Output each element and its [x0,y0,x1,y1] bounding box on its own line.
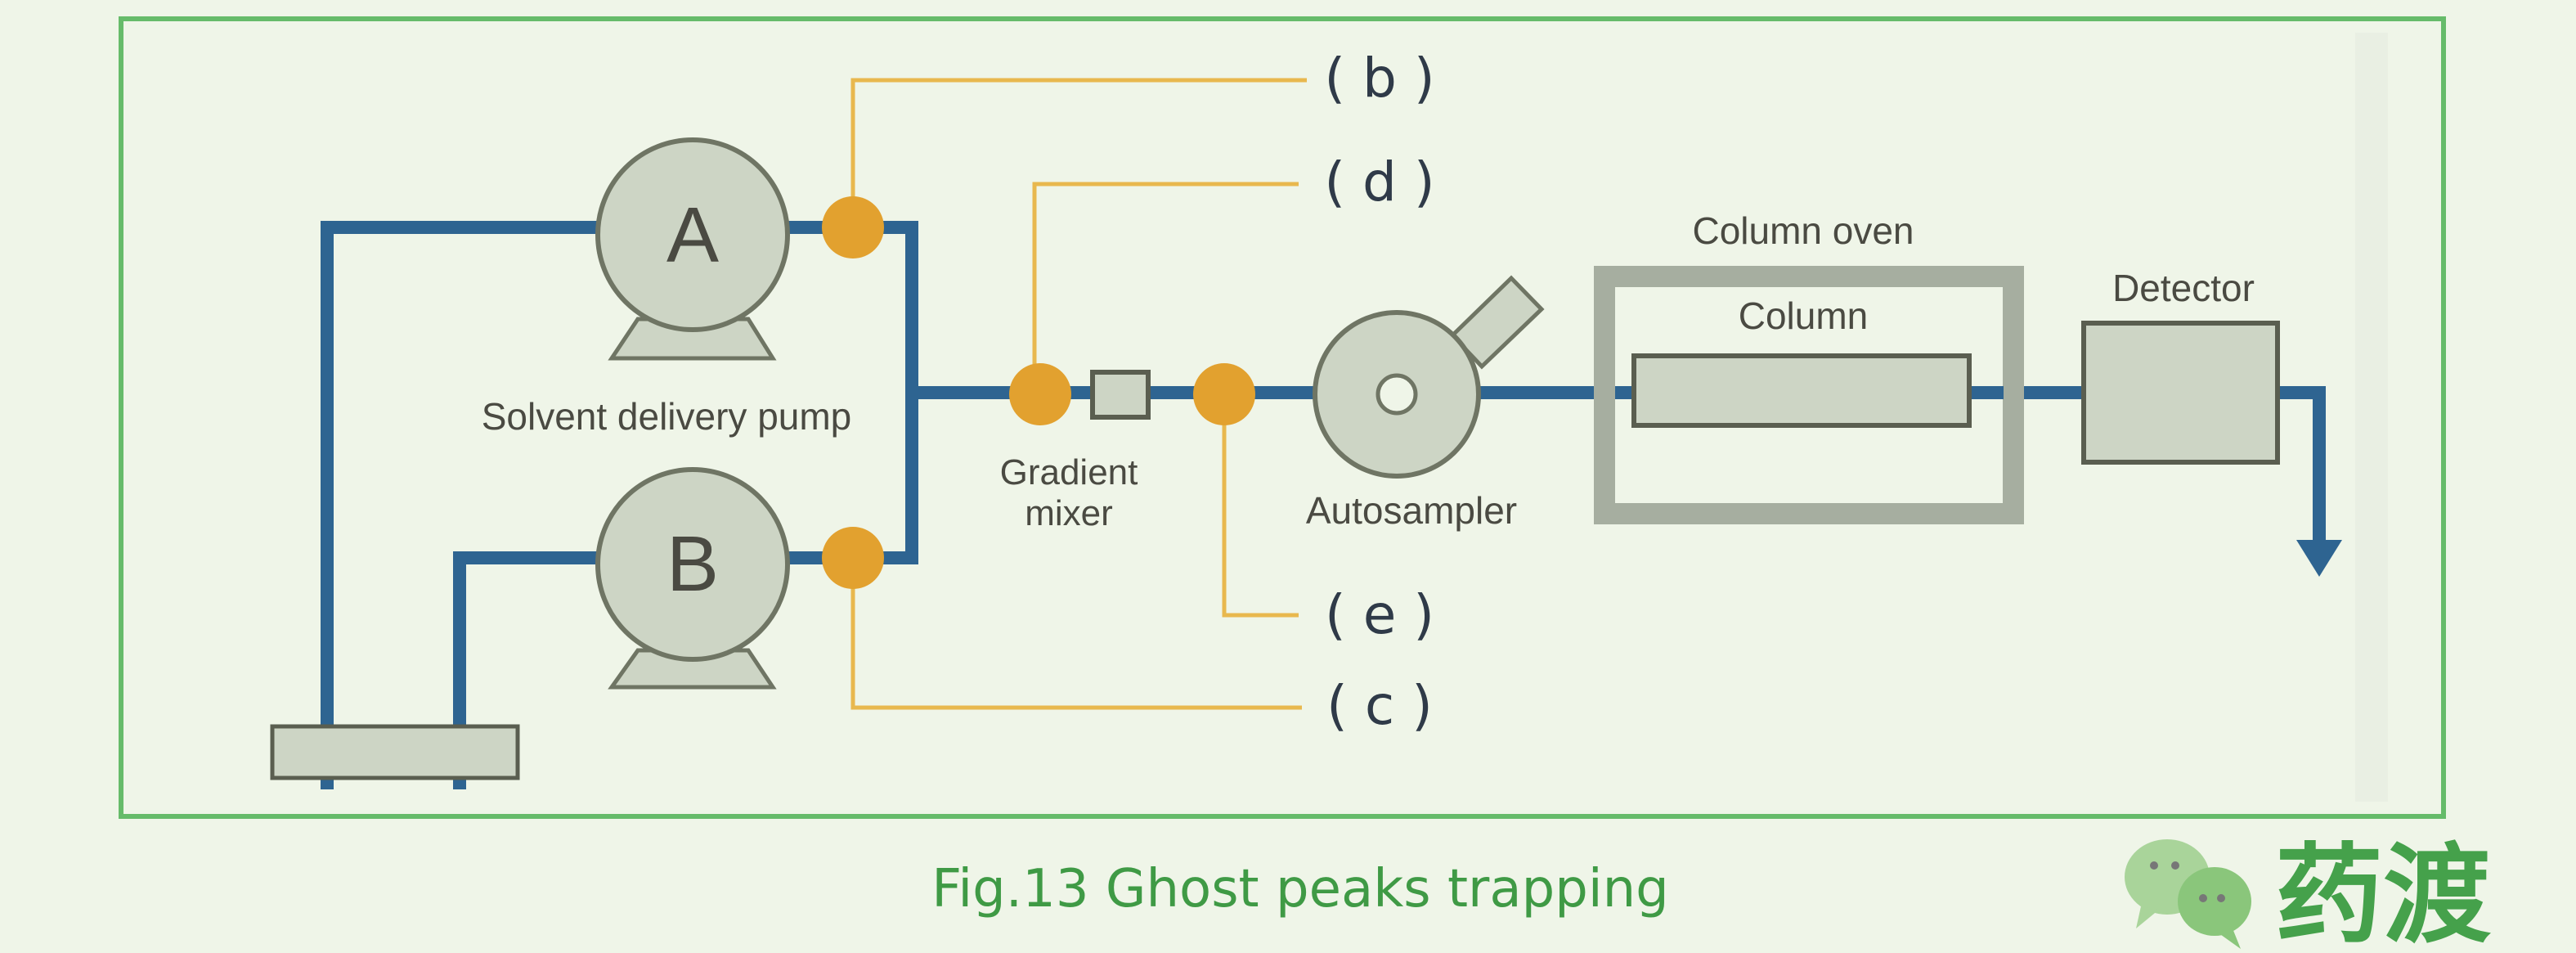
detector-label: Detector [2112,267,2255,309]
scan-artifact [2355,33,2388,802]
pump-b-letter: B [666,520,719,608]
waste-arrow-icon [2296,540,2342,577]
trap-dot-b [822,196,884,258]
autosampler [1313,275,1545,479]
figure-caption: Fig.13 Ghost peaks trapping [931,859,1669,919]
detector [2081,321,2280,465]
mixer-label-line1: Gradient [1000,452,1138,492]
autosampler-arm [1449,275,1545,370]
autosampler-label: Autosampler [1306,489,1517,532]
flow-line-reservoir-to-pump-b [453,551,597,789]
trap-dot-d [1009,363,1071,425]
pump-a: A [595,137,790,361]
pump-b: B [595,467,790,690]
flow-line-pumps-manifold [787,221,918,564]
column-oven-label: Column oven [1692,209,1914,252]
trap-lines [850,78,1307,710]
trap-dot-e [1193,363,1255,425]
trap-label-b: ( b ) [1324,47,1434,110]
column-label: Column [1739,294,1869,337]
flow-line-to-waste [2278,386,2326,544]
pump-a-letter: A [666,191,719,279]
trap-line-c [850,558,1302,710]
wechat-icon [2125,839,2251,949]
trap-dots [822,196,1255,589]
column-oven [1594,266,2024,524]
autosampler-hub [1376,373,1418,416]
pump-b-body [595,467,790,662]
trap-line-b [850,78,1307,227]
column [1631,353,1972,428]
trap-line-e [1222,393,1299,618]
watermark-text: 药渡 [2275,833,2491,953]
flow-line-reservoir-to-pump-a [321,221,597,789]
trap-label-e: ( e ) [1325,583,1434,646]
solvent-reservoir [270,724,520,780]
trap-label-d: ( d ) [1324,151,1434,214]
trap-label-c: ( c ) [1326,674,1433,737]
mixer-label-line2: mixer [1025,493,1113,533]
figure-frame [119,16,2446,819]
gradient-mixer [1090,370,1151,420]
pump-a-body [595,137,790,332]
pump-label: Solvent delivery pump [482,395,852,438]
trap-line-d [1032,182,1299,393]
trap-dot-c [822,527,884,589]
